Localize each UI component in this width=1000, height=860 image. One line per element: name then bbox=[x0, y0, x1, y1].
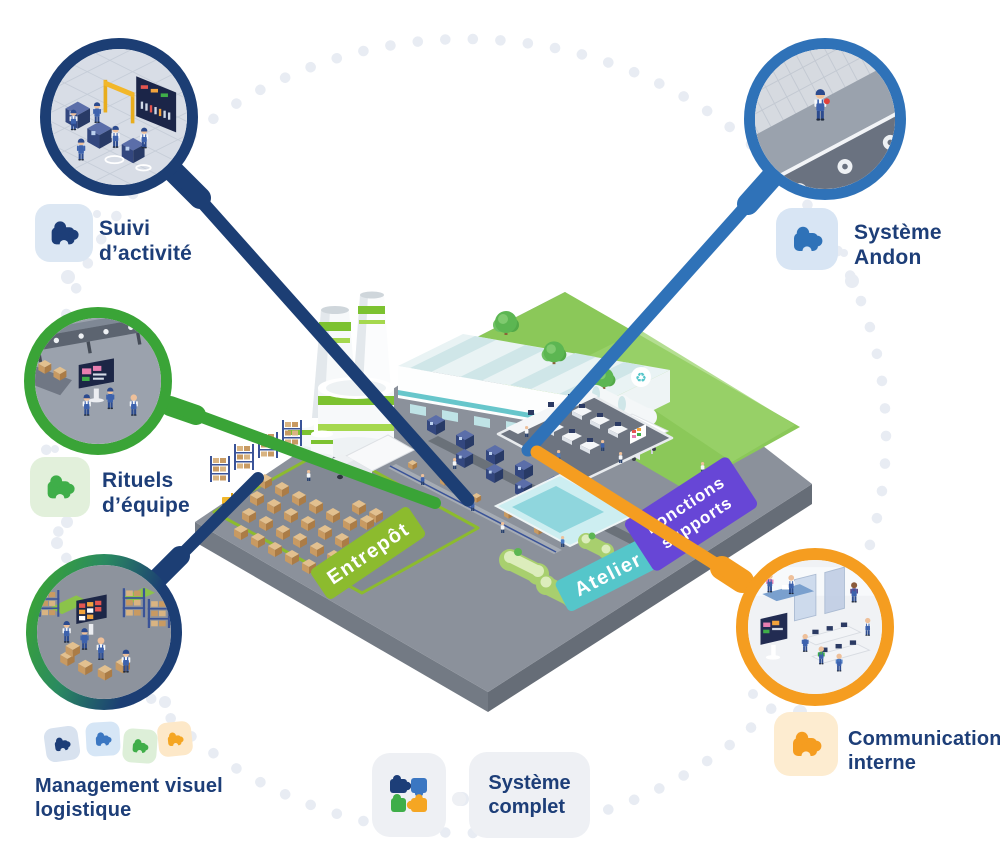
scene-warehouse-visual bbox=[37, 565, 171, 699]
puzzle-piece-glyph bbox=[47, 475, 75, 503]
callout-systeme-andon: Système Andon bbox=[854, 220, 942, 270]
systeme-complet-icon-box bbox=[372, 753, 446, 837]
callout-systeme-complet: Système complet bbox=[488, 771, 570, 819]
callout-label-line: d’équipe bbox=[102, 494, 190, 517]
dotted-ellipse bbox=[40, 33, 892, 839]
callout-label-line: Système bbox=[854, 221, 942, 244]
magnifier-management-visuel bbox=[26, 554, 182, 710]
puzzle-piece-icon-suivi bbox=[35, 204, 93, 262]
display-screen bbox=[78, 358, 114, 403]
callout-suivi-activite: Suivi d’activité bbox=[99, 216, 192, 266]
connector-communication-interne bbox=[530, 445, 740, 582]
callout-label-line: complet bbox=[488, 796, 566, 818]
callout-label-line: Management visuel bbox=[35, 775, 223, 797]
callout-label-line: Communication bbox=[848, 728, 1000, 750]
puzzle-piece-icon-communication bbox=[774, 712, 838, 776]
puzzle-piece-glyph bbox=[51, 221, 79, 249]
scene-open-office bbox=[748, 560, 882, 694]
pallet-shadow bbox=[35, 366, 72, 396]
callout-label-line: Rituels bbox=[102, 469, 174, 492]
puzzle-four-pieces-icon bbox=[390, 775, 427, 812]
scene-andon-line bbox=[755, 49, 895, 189]
scene-team-ritual bbox=[35, 318, 161, 444]
callout-rituels-equipe: Rituels d’équipe bbox=[102, 468, 190, 518]
magnifier-rituels-equipe bbox=[24, 307, 172, 455]
glass-partition bbox=[794, 573, 817, 622]
callout-label-line: Andon bbox=[854, 246, 922, 269]
callout-label-line: d’activité bbox=[99, 242, 193, 265]
puzzle-piece-glyph bbox=[793, 731, 822, 761]
callout-management-visuel: Management visuel logistique bbox=[35, 774, 223, 822]
puzzle-mini-icon-navy bbox=[42, 724, 82, 764]
connector-management-visuel bbox=[164, 472, 264, 572]
magnifier-suivi-activite bbox=[40, 38, 198, 196]
puzzle-piece-icon-rituels bbox=[30, 457, 90, 517]
conveyor-bands bbox=[755, 49, 895, 189]
scene-workshop-monitoring bbox=[51, 49, 187, 185]
puzzle-mini-icon-blue bbox=[85, 721, 121, 757]
callout-label-line: Suivi bbox=[99, 217, 151, 240]
andon-device bbox=[823, 98, 830, 105]
desk-rows bbox=[802, 622, 871, 664]
puzzle-piece-icon-andon bbox=[776, 208, 838, 270]
magnifier-communication-interne bbox=[736, 548, 894, 706]
puzzle-mini-icon-green bbox=[121, 727, 159, 765]
systeme-complet-text-box: Système complet bbox=[469, 752, 590, 838]
lobby-screen bbox=[760, 612, 788, 660]
callout-label-line: interne bbox=[848, 752, 917, 774]
green-strip bbox=[49, 595, 89, 615]
puzzle-piece-glyph bbox=[794, 226, 823, 256]
connector-systeme-andon bbox=[521, 187, 764, 457]
magnifier-systeme-andon bbox=[744, 38, 906, 200]
callout-communication-interne: Communication interne bbox=[848, 727, 1000, 775]
visual-board bbox=[76, 594, 107, 635]
connector-suivi-activite bbox=[179, 177, 475, 507]
gantry-crane bbox=[103, 79, 135, 124]
zone-label-fonctions-supports: Fonctions supports bbox=[624, 457, 758, 571]
recycle-icon: ♻ bbox=[635, 370, 647, 385]
performance-dashboard bbox=[136, 76, 177, 133]
glass-partition bbox=[824, 566, 845, 615]
meeting-desk bbox=[762, 584, 815, 602]
callout-label-line: Système bbox=[488, 772, 571, 794]
connector-rituels-equipe bbox=[177, 404, 441, 509]
puzzle-mini-icon-orange bbox=[156, 720, 194, 758]
callout-label-line: logistique bbox=[35, 799, 132, 821]
systeme-complet-connector-dot bbox=[452, 792, 466, 806]
